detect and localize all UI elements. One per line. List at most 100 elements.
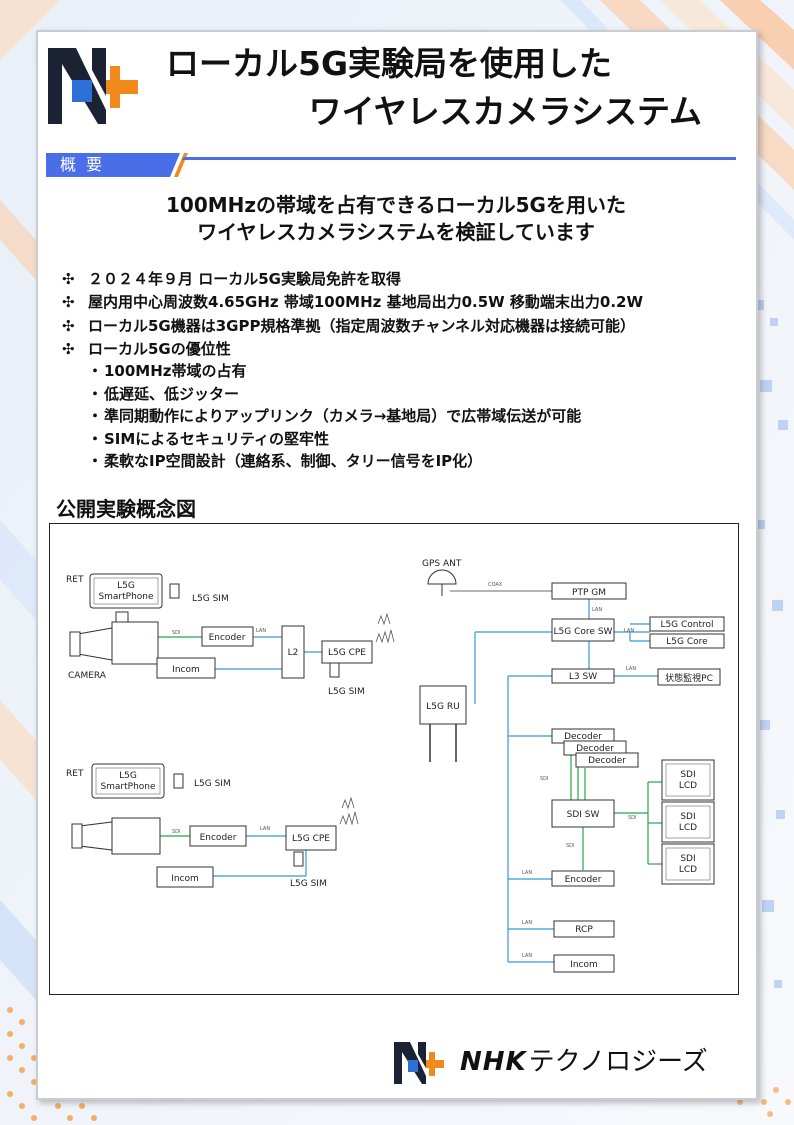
feature-item: ✣ ２０２４年９月 ローカル5G実験局免許を取得 (62, 268, 752, 291)
smartphone-bottom-l2: SmartPhone (100, 782, 156, 792)
signal-wave-icon (375, 612, 395, 644)
decoder-label: Decoder (564, 732, 602, 742)
l2-label: L2 (288, 648, 299, 658)
decoder-box (575, 752, 639, 768)
advantage-item: ・100MHz帯域の占有 (86, 360, 746, 383)
sdi-line-label: SDI (172, 829, 181, 835)
sdi-sw-box (551, 799, 615, 828)
advantage-item: ・低遅延、低ジッター (86, 383, 746, 406)
brand-logo-icon (394, 1042, 444, 1084)
signal-wave-icon (339, 796, 359, 826)
l5g-control-label: L5G Control (660, 620, 713, 630)
incom-top-label: Incom (172, 665, 200, 675)
incom-bottom-label: Incom (171, 874, 199, 884)
cpe-bottom-label: L5G CPE (292, 834, 330, 844)
lan-line-label: LAN (522, 920, 532, 926)
lan-line-label: LAN (260, 826, 270, 832)
sub-bullet-marker: ・ (87, 452, 103, 470)
advantage-text: 低遅延、低ジッター (104, 384, 240, 403)
ret-label-top: RET (66, 575, 84, 585)
encoder-rack-label: Encoder (565, 875, 602, 885)
feature-text: ローカル5G機器は3GPP規格準拠（指定周波数チャンネル対応機器は接続可能） (88, 316, 636, 335)
lcd-3-l1: SDI (680, 854, 695, 864)
feature-item: ✣ ローカル5Gの優位性 (62, 338, 752, 361)
lcd-2-l2: LCD (679, 823, 697, 833)
l3-sw-label: L3 SW (569, 672, 597, 682)
sub-bullet-marker: ・ (87, 407, 103, 425)
lan-line-label: LAN (522, 870, 532, 876)
sub-bullet-marker: ・ (87, 429, 103, 448)
feature-item: ✣ 屋内用中心周波数4.65GHz 帯域100MHz 基地局出力0.5W 移動端末… (62, 291, 752, 314)
lead-text: 100MHzの帯域を占有できるローカル5Gを用いた ワイヤレスカメラシステムを検… (46, 192, 746, 246)
sub-bullet-marker: ・ (87, 384, 103, 403)
advantage-text: 100MHz帯域の占有 (104, 362, 247, 380)
sim-card-icon (169, 583, 180, 599)
l2-switch (281, 625, 305, 679)
core-sw-label: L5G Core SW (554, 627, 613, 637)
feature-text: 屋内用中心周波数4.65GHz 帯域100MHz 基地局出力0.5W 移動端末出… (88, 293, 644, 312)
bullet-marker: ✣ (62, 270, 75, 288)
sdi-lcd-monitor (661, 843, 715, 885)
bullet-marker: ✣ (62, 339, 75, 358)
gps-antenna-icon (427, 569, 457, 596)
feature-item: ✣ ローカル5G機器は3GPP規格準拠（指定周波数チャンネル対応機器は接続可能） (62, 315, 752, 338)
l5g-core-label: L5G Core (666, 637, 708, 647)
sdi-lcd-monitor (661, 801, 715, 843)
sdi-line-label: SDI (172, 630, 181, 636)
incom-rack-box (553, 954, 615, 973)
l3-sw-box (551, 668, 615, 684)
title-line-1: ローカル5G実験局を使用した (166, 44, 613, 83)
encoder-top-label: Encoder (209, 633, 246, 643)
sim-label-bottom: L5G SIM (194, 779, 231, 789)
advantage-text: 準同期動作によりアップリンク（カメラ→基地局）で広帯域伝送が可能 (104, 407, 582, 425)
camera-label: CAMERA (68, 671, 107, 681)
brand-name-bold: NHK (460, 1047, 527, 1077)
encoder-top (201, 626, 254, 647)
lan-line-label: LAN (592, 607, 602, 613)
sub-bullet-marker: ・ (87, 362, 103, 380)
incom-bottom (156, 866, 214, 888)
sim-card-icon (329, 662, 340, 678)
brand-name: NHKテクノロジーズ (460, 1044, 708, 1080)
cpe-top-label: L5G CPE (328, 648, 366, 658)
feature-text: ２０２４年９月 ローカル5G実験局免許を取得 (88, 270, 401, 288)
title-line-2: ワイヤレスカメラシステム (308, 92, 702, 131)
system-diagram-svg: RET L5G SmartPhone L5G SIM CAMERA SDI En… (66, 559, 725, 973)
cpe-bottom (285, 825, 337, 851)
ret-label-bottom: RET (66, 769, 84, 779)
sdi-lcd-monitor (661, 759, 715, 801)
smartphone-bottom-l1: L5G (119, 771, 137, 781)
advantage-list: ・100MHz帯域の占有 ・低遅延、低ジッター ・準同期動作によりアップリンク（… (86, 360, 746, 473)
cpe-top (321, 640, 373, 664)
incom-top (156, 657, 216, 679)
camera-icon (71, 817, 161, 855)
l5g-control-box (649, 616, 725, 632)
sim-label-top: L5G SIM (192, 594, 229, 604)
smartphone-top-l2: SmartPhone (98, 592, 154, 602)
bullet-marker: ✣ (62, 316, 75, 335)
lcd-1-l1: SDI (680, 770, 695, 780)
lan-line-label: LAN (624, 628, 634, 634)
rcp-label: RCP (575, 925, 593, 935)
bullet-marker: ✣ (62, 293, 75, 312)
feature-text: ローカル5Gの優位性 (88, 339, 231, 358)
advantage-item: ・準同期動作によりアップリンク（カメラ→基地局）で広帯域伝送が可能 (86, 405, 746, 428)
encoder-rack-box (551, 870, 615, 887)
section-label: 概要 (60, 155, 113, 174)
feature-list: ✣ ２０２４年９月 ローカル5G実験局免許を取得 ✣ 屋内用中心周波数4.65GHz… (62, 268, 752, 361)
coax-label: COAX (488, 582, 503, 588)
page-title: ローカル5G実験局を使用した ワイヤレスカメラシステム (160, 40, 720, 136)
monitor-pc-label: 状態監視PC (665, 672, 713, 684)
advantage-text: SIMによるセキュリティの堅牢性 (104, 429, 329, 448)
diagram-title: 公開実験概念図 (56, 497, 196, 521)
lcd-3-l2: LCD (679, 865, 697, 875)
rcp-box (553, 920, 615, 938)
core-sw-box (551, 618, 615, 642)
sim-card-icon (173, 773, 184, 789)
sdi-line-label: SDI (628, 815, 637, 821)
brand-name-rest: テクノロジーズ (528, 1047, 708, 1077)
system-diagram: RET L5G SmartPhone L5G SIM CAMERA SDI En… (49, 523, 739, 995)
sim-label-cpe-top: L5G SIM (328, 687, 365, 697)
sdi-line-label: SDI (540, 776, 549, 782)
advantage-item: ・SIMによるセキュリティの堅牢性 (86, 428, 746, 451)
